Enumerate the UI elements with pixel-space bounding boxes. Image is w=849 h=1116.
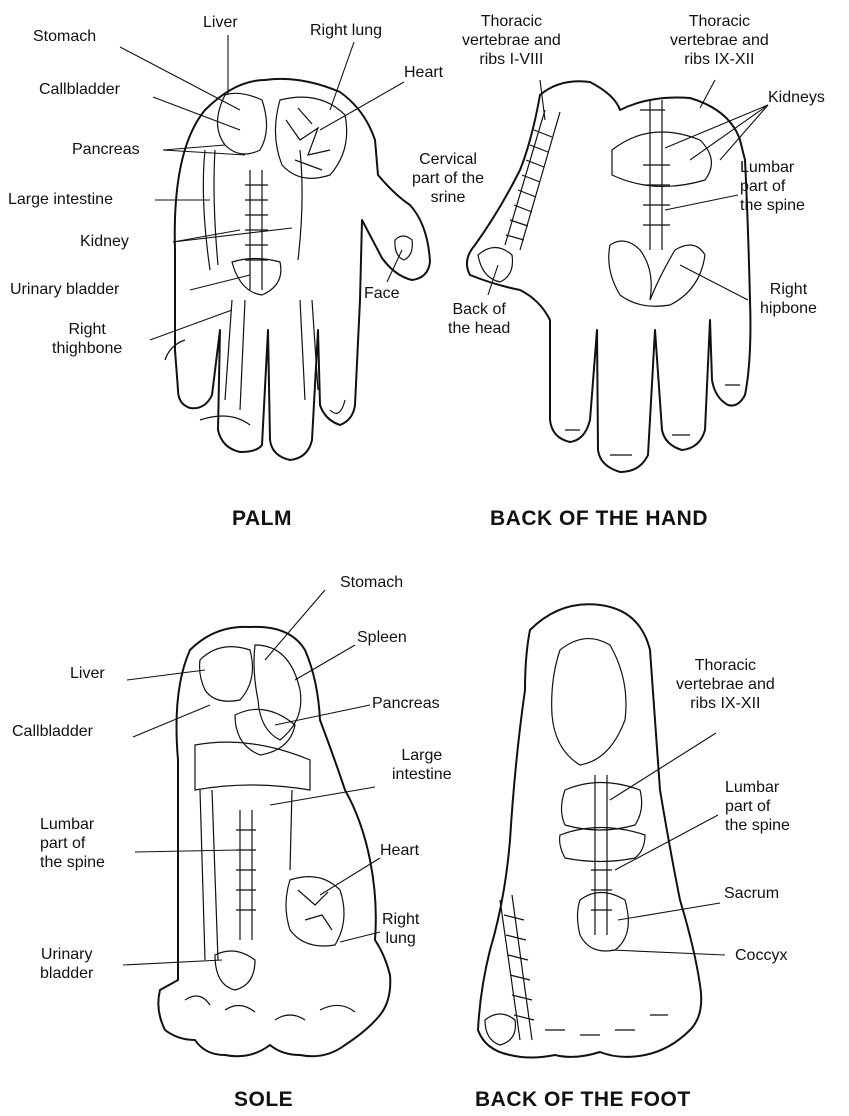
hand-thoracic-1-8-label: Thoracic vertebrae and ribs I-VIII — [462, 12, 561, 69]
sole-urinary-bladder-label: Urinary bladder — [40, 945, 93, 983]
foot-thoracic-9-12-label: Thoracic vertebrae and ribs IX-XII — [676, 656, 775, 713]
hand-kidneys-label: Kidneys — [768, 88, 825, 107]
sole-title: SOLE — [234, 1088, 293, 1112]
palm-stomach-label: Stomach — [33, 27, 96, 46]
back-of-foot-title: BACK OF THE FOOT — [475, 1088, 691, 1112]
foot-coccyx-label: Coccyx — [735, 946, 787, 965]
sole-liver-label: Liver — [70, 664, 105, 683]
palm-callbladder-label: Callbladder — [39, 80, 120, 99]
palm-right-thighbone-label: Right thighbone — [52, 320, 122, 358]
palm-right-lung-label: Right lung — [310, 21, 382, 40]
palm-pancreas-label: Pancreas — [72, 140, 140, 159]
sole-callbladder-label: Callbladder — [12, 722, 93, 741]
sole-stomach-label: Stomach — [340, 573, 403, 592]
hand-lumbar-label: Lumbar part of the spine — [740, 158, 805, 215]
palm-title: PALM — [232, 507, 292, 531]
sole-spleen-label: Spleen — [357, 628, 407, 647]
palm-urinary-bladder-label: Urinary bladder — [10, 280, 119, 299]
sole-heart-label: Heart — [380, 841, 419, 860]
sole-large-intestine-label: Large intestine — [392, 746, 452, 784]
hand-right-hipbone-label: Right hipbone — [760, 280, 817, 318]
palm-face-label: Face — [364, 284, 400, 303]
hand-thoracic-9-12-label: Thoracic vertebrae and ribs IX-XII — [670, 12, 769, 69]
back-of-hand-title: BACK OF THE HAND — [490, 507, 708, 531]
back-of-hand-illustration — [467, 81, 750, 472]
hand-cervical-label: Cervical part of the srine — [412, 150, 484, 207]
hand-back-of-head-label: Back of the head — [448, 300, 510, 338]
foot-leader-lines — [610, 733, 725, 955]
foot-sacrum-label: Sacrum — [724, 884, 779, 903]
foot-lumbar-label: Lumbar part of the spine — [725, 778, 790, 835]
palm-kidney-label: Kidney — [80, 232, 129, 251]
palm-liver-label: Liver — [203, 13, 238, 32]
back-of-foot-illustration — [478, 604, 701, 1057]
sole-illustration — [158, 627, 390, 1056]
palm-large-intestine-label: Large intestine — [8, 190, 113, 209]
sole-right-lung-label: Right lung — [382, 910, 419, 948]
palm-illustration — [165, 79, 430, 460]
sole-pancreas-label: Pancreas — [372, 694, 440, 713]
palm-heart-label: Heart — [404, 63, 443, 82]
hand-leader-lines — [488, 80, 768, 300]
sole-lumbar-label: Lumbar part of the spine — [40, 815, 105, 872]
